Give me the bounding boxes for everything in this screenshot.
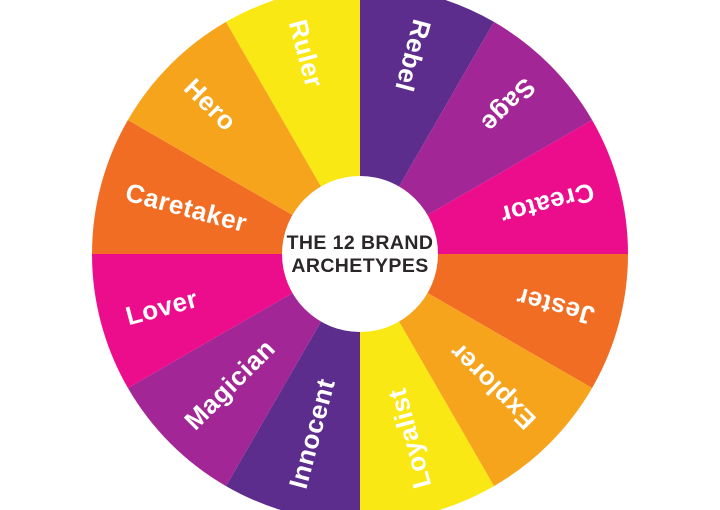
wheel-center-title: THE 12 BRAND ARCHETYPES (287, 232, 434, 278)
segment-magician (127, 254, 360, 487)
wheel-center-circle (282, 176, 438, 332)
segment-sage (360, 21, 593, 254)
wheel-title-line1: THE 12 BRAND (286, 232, 434, 254)
segment-hero (127, 21, 360, 254)
wheel-title-line2: ARCHETYPES (291, 255, 429, 277)
segment-explorer (360, 254, 593, 487)
